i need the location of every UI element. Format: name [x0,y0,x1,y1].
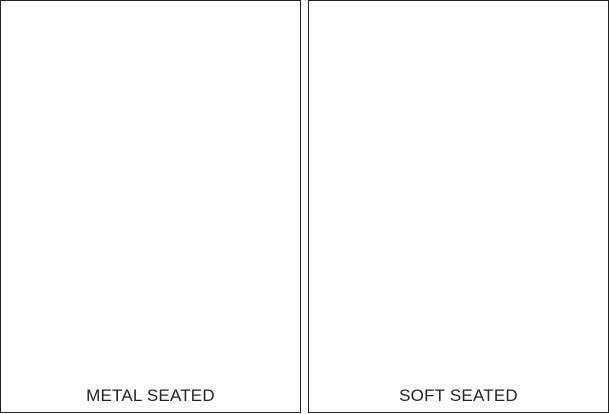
metal-seated-caption: METAL SEATED [86,386,215,405]
soft-seated-panel: SOFT SEATED [308,0,609,413]
metal-seated-panel: METAL SEATED [0,0,301,413]
soft-seated-caption: SOFT SEATED [399,386,518,405]
